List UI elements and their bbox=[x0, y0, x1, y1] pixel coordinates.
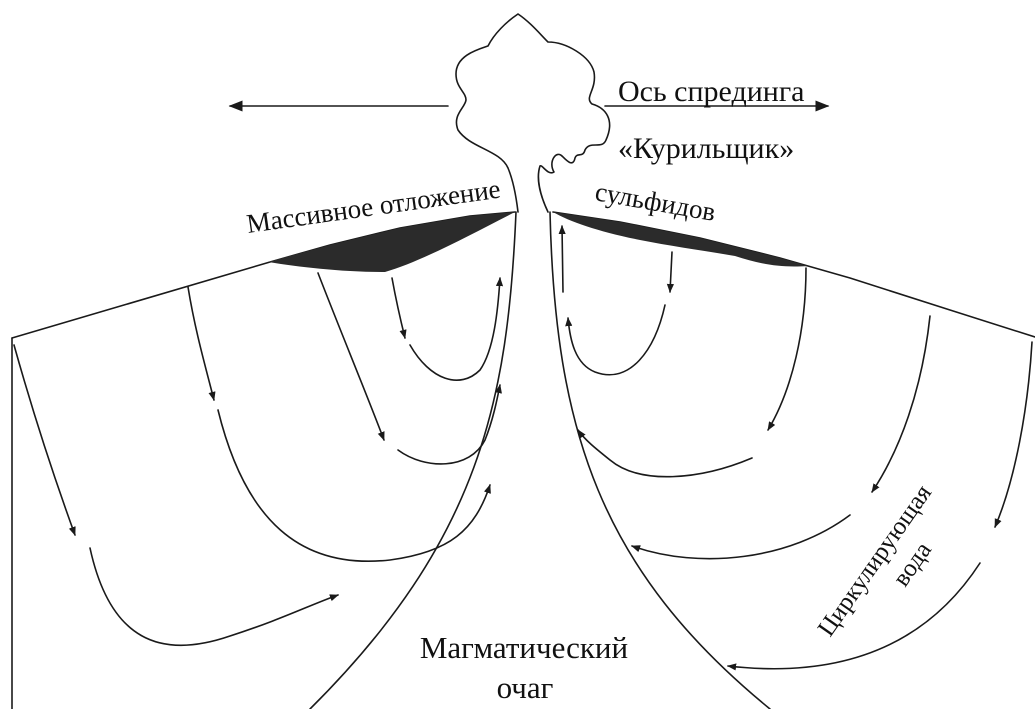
flow-arrow bbox=[188, 287, 214, 400]
flow-arrow bbox=[670, 252, 672, 292]
flow-arrow bbox=[872, 316, 930, 492]
flow-arrow bbox=[410, 278, 500, 380]
magma-chamber-label-line1: Магматический bbox=[420, 630, 628, 665]
flow-arrow bbox=[398, 385, 500, 464]
flow-arrow bbox=[632, 515, 850, 559]
flow-arrow bbox=[562, 226, 563, 292]
flow-arrow bbox=[218, 410, 490, 561]
flow-arrow bbox=[392, 278, 405, 338]
magma-chamber-label-line2: очаг bbox=[497, 670, 554, 705]
flow-arrow bbox=[14, 345, 75, 535]
flow-arrow bbox=[90, 548, 338, 645]
spreading-axis-label: Ось спрединга bbox=[618, 75, 804, 108]
flow-arrow bbox=[768, 268, 806, 430]
flow-arrow bbox=[995, 342, 1032, 527]
sulfide-deposit-label-part2: сульфидов bbox=[593, 176, 718, 227]
flow-arrow bbox=[318, 273, 384, 440]
flow-arrow bbox=[578, 430, 752, 477]
smoker-label: «Курильщик» bbox=[618, 132, 794, 165]
flow-arrow bbox=[568, 305, 665, 375]
